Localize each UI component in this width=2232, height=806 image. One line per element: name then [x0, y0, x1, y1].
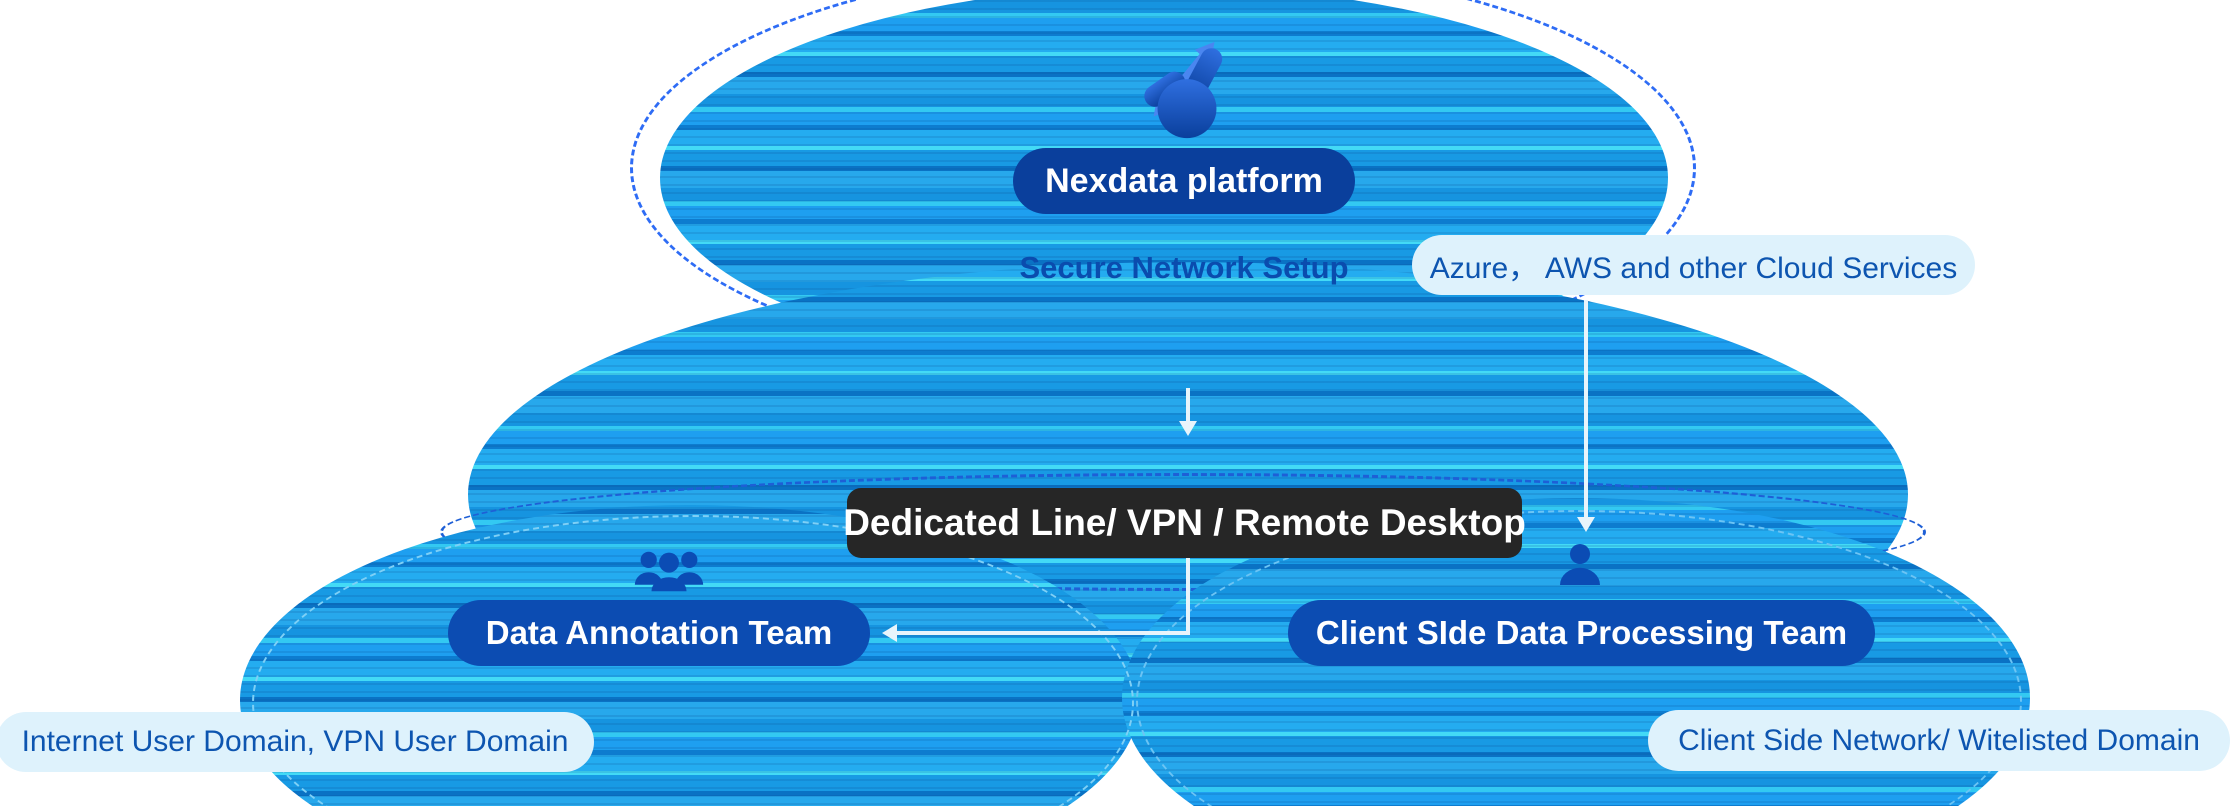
- internet-user-domain-tag: Internet User Domain, VPN User Domain: [0, 712, 594, 772]
- hand-gesture-icon: [1144, 41, 1223, 139]
- nexdata-platform-pill: Nexdata platform: [1013, 148, 1355, 214]
- data-annotation-team-label: Data Annotation Team: [485, 614, 833, 651]
- client-side-network-tag: Client Side Network/ Witelisted Domain: [1648, 710, 2230, 771]
- cloud-services-label: Azure， AWS and other Cloud Services: [1429, 252, 1958, 285]
- secure-network-caption: Secure Network Setup: [1019, 250, 1349, 285]
- client-data-processing-team-label: Client SIde Data Processing Team: [1315, 614, 1848, 651]
- team-group-icon: [634, 551, 704, 592]
- cloud-services-tag: Azure， AWS and other Cloud Services: [1412, 235, 1975, 295]
- nexdata-platform-label: Nexdata platform: [1045, 161, 1323, 200]
- client-data-processing-team-pill: Client SIde Data Processing Team: [1288, 600, 1875, 666]
- connection-pill: Dedicated Line/ VPN / Remote Desktop: [843, 488, 1526, 558]
- internet-user-domain-label: Internet User Domain, VPN User Domain: [21, 725, 569, 758]
- person-icon: [1560, 544, 1600, 585]
- data-annotation-team-pill: Data Annotation Team: [448, 600, 870, 666]
- client-side-network-label: Client Side Network/ Witelisted Domain: [1678, 723, 2200, 757]
- connection-label: Dedicated Line/ VPN / Remote Desktop: [843, 502, 1526, 543]
